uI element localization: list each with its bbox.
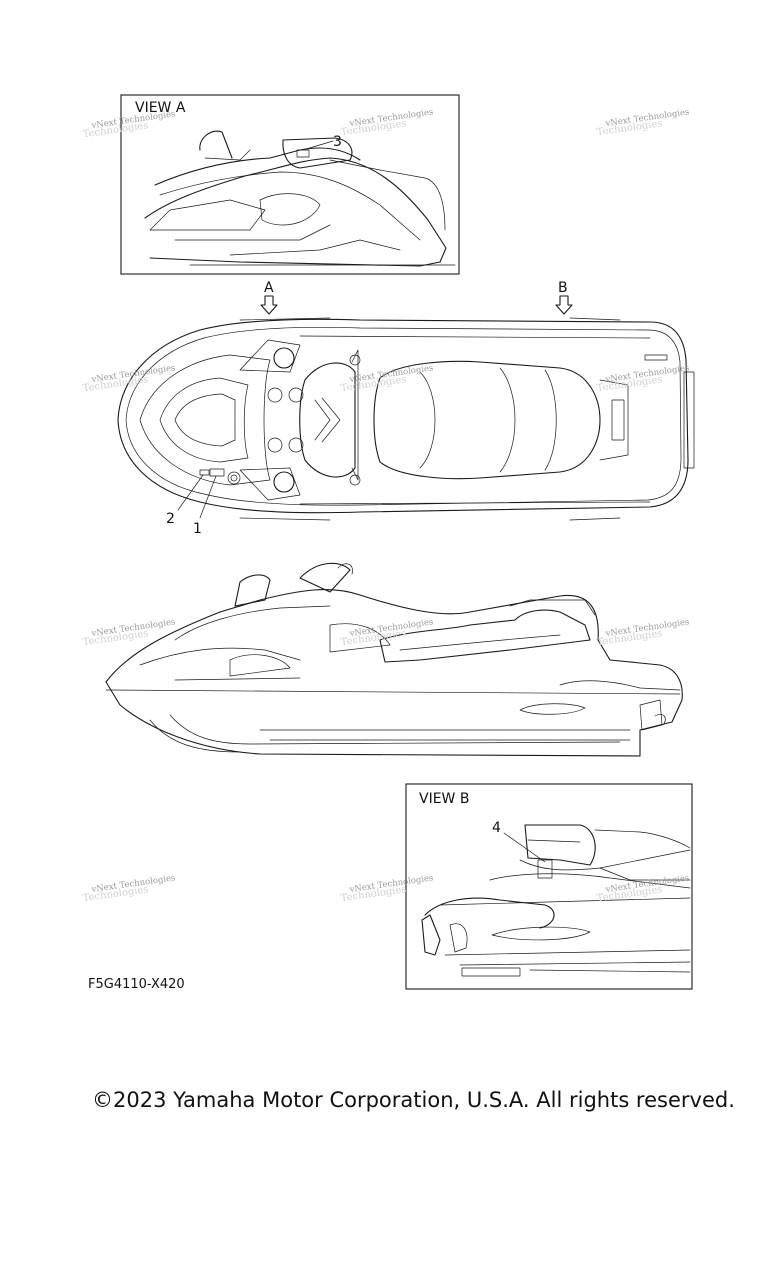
watermark-logo: Technologies vNext Technologies: [340, 617, 434, 648]
callout-4-leader: [503, 832, 546, 863]
arrow-b-icon: [555, 295, 573, 315]
copyright-notice: ©2023 Yamaha Motor Corporation, U.S.A. A…: [92, 1088, 735, 1112]
callout-3-leader: [302, 140, 334, 151]
label-3-marker: [296, 149, 310, 158]
callout-2: 2: [166, 511, 175, 527]
label-2-marker: [199, 469, 210, 476]
callout-1: 1: [193, 521, 202, 537]
watermark-logo: Technologies vNext Technologies: [596, 617, 690, 648]
callout-1-leader: [199, 475, 217, 519]
view-b-stern-drawing: [421, 824, 691, 977]
view-a-frame: [120, 94, 460, 275]
watermark-logo: Technologies vNext Technologies: [82, 873, 176, 904]
label-4-marker: [537, 859, 553, 879]
watermark-logo: Technologies vNext Technologies: [596, 363, 690, 394]
arrow-a: A: [260, 280, 278, 315]
watermark-logo: Technologies vNext Technologies: [596, 107, 690, 138]
side-view-drawing: [105, 562, 683, 757]
arrow-a-icon: [260, 295, 278, 315]
view-a-bow-drawing: [144, 130, 456, 267]
view-b-label: VIEW B: [419, 791, 469, 807]
diagram-code: F5G4110-X420: [88, 977, 185, 992]
arrow-b: B: [555, 280, 573, 315]
arrow-a-label: A: [264, 280, 274, 296]
label-1-marker: [209, 468, 225, 477]
top-view-drawing: [117, 317, 695, 521]
callout-4: 4: [492, 820, 501, 836]
arrow-b-label: B: [558, 280, 568, 296]
watermark-logo: Technologies vNext Technologies: [82, 363, 176, 394]
view-b-frame: [405, 783, 693, 990]
watermark-logo: Technologies vNext Technologies: [82, 109, 176, 140]
view-b-panel: VIEW B 4: [405, 783, 693, 990]
callout-3: 3: [333, 134, 342, 150]
watermarks: Technologies vNext Technologies Technolo…: [82, 107, 690, 904]
view-a-label: VIEW A: [135, 100, 186, 116]
watermark-logo: Technologies vNext Technologies: [340, 363, 434, 394]
view-a-panel: VIEW A 3: [120, 94, 460, 275]
watermark-logo: Technologies vNext Technologies: [82, 617, 176, 648]
callout-2-leader: [177, 474, 204, 511]
watermark-logo: Technologies vNext Technologies: [340, 107, 434, 138]
watermark-logo: Technologies vNext Technologies: [340, 873, 434, 904]
